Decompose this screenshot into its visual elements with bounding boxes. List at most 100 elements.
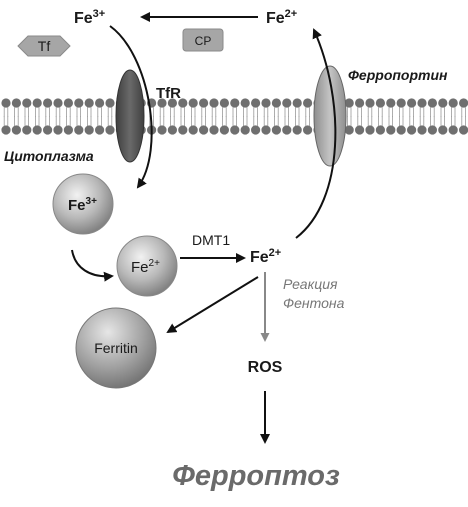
ferroportin-label: Ферропортин <box>348 67 448 83</box>
lipid-head <box>219 125 229 135</box>
lipid-head <box>282 98 292 108</box>
dmt1-label: DMT1 <box>192 232 230 248</box>
lipid-head <box>261 125 271 135</box>
lipid-head <box>43 125 53 135</box>
lipid-head <box>427 98 437 108</box>
lipid-head <box>32 125 42 135</box>
lipid-head <box>74 125 84 135</box>
lipid-head <box>32 98 42 108</box>
lipid-head <box>1 98 11 108</box>
lipid-head <box>105 98 115 108</box>
lipid-head <box>1 125 11 135</box>
lipid-head <box>386 98 396 108</box>
lipid-head <box>199 98 209 108</box>
lipid-head <box>199 125 209 135</box>
membrane-inner-tails <box>3 116 466 126</box>
cp-label: CP <box>195 34 212 48</box>
lipid-head <box>219 98 229 108</box>
lipid-head <box>84 125 94 135</box>
lipid-head <box>365 98 375 108</box>
lipid-head <box>209 98 219 108</box>
storage-arrow <box>166 276 259 334</box>
lipid-head <box>459 125 468 135</box>
membrane-inner-leaflet <box>1 125 468 135</box>
fe3-endosome-circle <box>52 173 114 235</box>
lipid-head <box>157 125 167 135</box>
fe2-extracellular-label: Fe2+ <box>266 8 297 27</box>
lipid-head <box>292 98 302 108</box>
fenton-label-line1: Реакция <box>283 276 338 292</box>
lipid-head <box>95 98 105 108</box>
reduction-arrow <box>71 249 114 282</box>
lipid-head <box>43 98 53 108</box>
lipid-head <box>365 125 375 135</box>
lipid-head <box>459 98 468 108</box>
tf-label: Tf <box>38 38 51 54</box>
fe2-endosome-circle <box>116 235 178 297</box>
fe3-circle-label: Fe3+ <box>68 196 97 214</box>
lipid-head <box>407 125 417 135</box>
cell-membrane <box>0 96 468 135</box>
fe3-extracellular-label: Fe3+ <box>74 8 105 27</box>
lipid-head <box>344 98 354 108</box>
lipid-head <box>209 125 219 135</box>
tfr-protein <box>115 69 145 163</box>
lipid-head <box>396 98 406 108</box>
lipid-head <box>438 98 448 108</box>
lipid-head <box>438 125 448 135</box>
lipid-head <box>95 125 105 135</box>
lipid-head <box>53 125 63 135</box>
fe2-labile-pool-label: Fe2+ <box>250 247 281 266</box>
lipid-head <box>178 98 188 108</box>
lipid-head <box>396 125 406 135</box>
lipid-head <box>63 98 73 108</box>
export-arrow <box>295 28 337 239</box>
lipid-head <box>105 125 115 135</box>
lipid-head <box>417 98 427 108</box>
lipid-head <box>251 125 261 135</box>
lipid-head <box>261 98 271 108</box>
lipid-head <box>251 98 261 108</box>
fe2-circle-label: Fe2+ <box>131 258 160 276</box>
membrane-outer-leaflet <box>1 98 468 108</box>
lipid-head <box>53 98 63 108</box>
lipid-head <box>167 98 177 108</box>
ros-label: ROS <box>248 359 283 376</box>
membrane-outer-tails <box>3 107 466 117</box>
lipid-head <box>84 98 94 108</box>
lipid-head <box>355 98 365 108</box>
lipid-head <box>63 125 73 135</box>
cytoplasm-label: Цитоплазма <box>4 148 94 164</box>
lipid-head <box>22 125 32 135</box>
ferroptosis-label: Ферроптоз <box>172 460 340 492</box>
lipid-head <box>282 125 292 135</box>
lipid-head <box>407 98 417 108</box>
ferritin-sphere <box>75 307 157 389</box>
lipid-head <box>188 98 198 108</box>
lipid-head <box>303 98 313 108</box>
lipid-head <box>188 125 198 135</box>
lipid-head <box>448 125 458 135</box>
lipid-head <box>417 125 427 135</box>
lipid-head <box>157 98 167 108</box>
lipid-head <box>292 125 302 135</box>
lipid-head <box>230 98 240 108</box>
lipid-head <box>271 125 281 135</box>
lipid-head <box>344 125 354 135</box>
lipid-head <box>167 125 177 135</box>
lipid-head <box>427 125 437 135</box>
transferrin-tag: Tf <box>17 35 71 57</box>
ferritin-label: Ferritin <box>94 340 138 356</box>
lipid-head <box>240 98 250 108</box>
lipid-head <box>271 98 281 108</box>
lipid-head <box>355 125 365 135</box>
lipid-head <box>230 125 240 135</box>
uptake-arrow <box>109 25 153 189</box>
tfr-label: TfR <box>156 85 181 102</box>
lipid-head <box>375 125 385 135</box>
fenton-label-line2: Фентона <box>283 295 345 311</box>
lipid-head <box>178 125 188 135</box>
lipid-head <box>303 125 313 135</box>
lipid-head <box>375 98 385 108</box>
